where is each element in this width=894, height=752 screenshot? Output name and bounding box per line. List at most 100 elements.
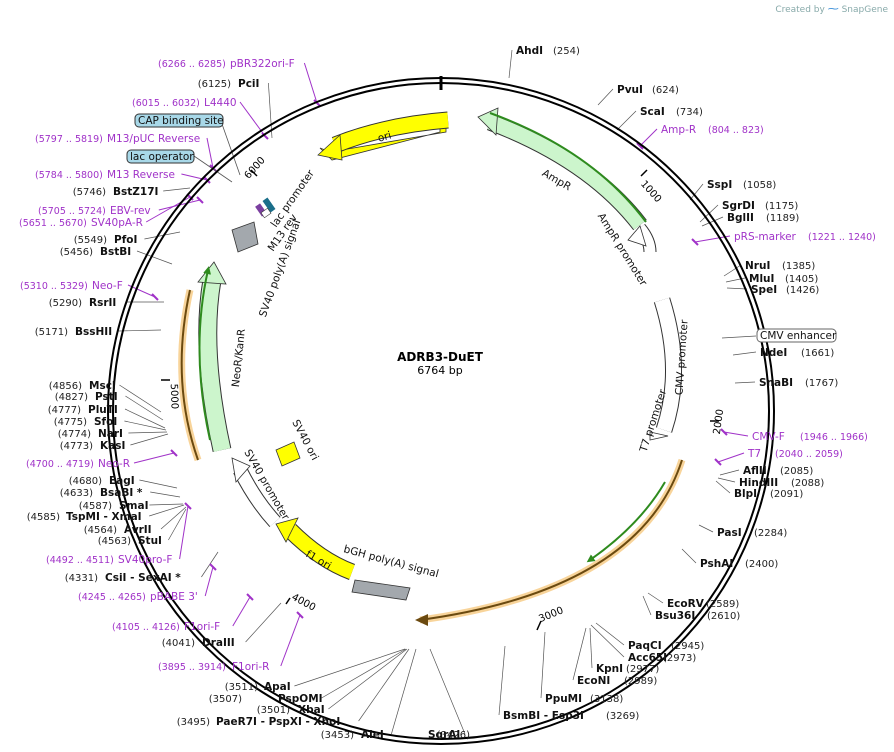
enzyme-position-2: (734) (676, 107, 703, 118)
enzyme-label-26: PaeR7I - PspXI - XhoI (216, 716, 340, 728)
cmv-promoter-label: CMV promoter (673, 319, 690, 396)
enzyme-label-33: AvrII (124, 524, 152, 536)
enzyme-label-0: AhdI (516, 45, 543, 57)
enzyme-position-25: (3453) (321, 730, 354, 741)
enzyme-position-14: (2284) (754, 528, 787, 539)
cap-site-mark (262, 197, 276, 213)
enzyme-label-8: SpeI (751, 284, 777, 296)
enzyme-label-29: ApaI (264, 681, 291, 693)
primer-leader-3 (717, 452, 745, 463)
primer-leader-15 (303, 62, 318, 104)
enzyme-label-12: HindIII (739, 477, 778, 489)
enzyme-position-12: (2088) (791, 478, 824, 489)
enzyme-position-26: (3495) (177, 717, 210, 728)
enzyme-leader-8 (726, 287, 748, 290)
enzyme-position-16: (2589) (706, 599, 739, 610)
primer-label-2: CMV-F (752, 431, 785, 443)
enzyme-position-3: (1058) (743, 180, 776, 191)
enzyme-leader-23 (498, 645, 506, 716)
enzyme-position-44: (5171) (35, 327, 68, 338)
cmv-promoter-arc (654, 297, 681, 433)
enzyme-leader-37 (139, 479, 178, 489)
primer-label-11: EBV-rev (110, 205, 151, 217)
enzyme-position-46: (5456) (60, 247, 93, 258)
enzyme-leader-3 (689, 183, 704, 201)
cmv-enhancer-box (756, 328, 837, 343)
enzyme-leader-28 (321, 648, 407, 699)
primer-label-1: pRS-marker (734, 231, 797, 243)
tick-label-4000: 4000 (290, 592, 318, 614)
primer-position-1: (1221 .. 1240) (808, 232, 876, 243)
enzyme-leader-17 (642, 595, 652, 616)
primer-label-3: T7 (747, 448, 761, 460)
neor-label: NeoR/KanR (230, 328, 248, 388)
primer-position-10: (5651 .. 5670) (19, 218, 87, 229)
f1-ori-arc (284, 524, 355, 580)
primer-label-9: Neo-F (92, 280, 123, 292)
tick-4000 (285, 597, 291, 605)
enzyme-label-40: SfoI (94, 416, 117, 428)
site-labels: AhdI(254)PvuI(624)ScaI(734)SspI(1058)Sgr… (19, 45, 876, 741)
enzyme-leader-33 (160, 506, 187, 530)
enzyme-leader-32 (168, 508, 187, 541)
snapgene-credit: Created by ⁓ SnapGene (775, 2, 888, 15)
enzyme-label-44: BssHII (75, 326, 112, 338)
neor-outer-orf (180, 289, 199, 461)
enzyme-leader-1 (597, 88, 614, 106)
neor-arrowhead-icon (197, 261, 227, 285)
enzyme-leader-0 (508, 49, 513, 79)
primer-label-13: M13/pUC Reverse (107, 133, 200, 145)
enzyme-position-32: (4563) (98, 536, 131, 547)
snapgene-logo-icon: ⁓ (827, 2, 839, 15)
enzyme-position-31: (4331) (65, 573, 98, 584)
primer-site-mark-3 (714, 458, 722, 466)
primer-leader-8 (133, 452, 175, 464)
enzyme-position-24: (3426) (437, 730, 470, 741)
tick-label-1000: 1000 (638, 179, 663, 205)
enzyme-leader-19 (590, 624, 625, 658)
primer-position-11: (5705 .. 5724) (38, 206, 106, 217)
enzyme-label-30: DraIII (202, 637, 235, 649)
enzyme-leader-42 (125, 395, 164, 421)
enzyme-position-6: (1385) (782, 261, 815, 272)
enzyme-label-48: BstZ17I (113, 186, 158, 198)
neor-orf (198, 266, 212, 441)
enzyme-label-21: EcoNI (577, 675, 610, 687)
sv40-promoter-arrowhead-icon (231, 457, 251, 483)
enzyme-leader-15 (681, 548, 697, 564)
primer-leader-6 (204, 566, 214, 597)
ampr-promoter-arrowhead-icon (627, 225, 647, 247)
enzyme-position-23: (3269) (606, 711, 639, 722)
enzyme-label-45: RsrII (89, 297, 116, 309)
plasmid-name: ADRB3-DuET (397, 350, 484, 364)
enzyme-label-24: SgrAI (428, 729, 460, 741)
enzyme-label-46: BstBI (100, 246, 131, 258)
enzyme-position-30: (4041) (162, 638, 195, 649)
enzyme-leader-20 (589, 627, 593, 669)
enzyme-label-25: AleI (361, 729, 384, 741)
enzyme-leader-9 (732, 351, 757, 356)
f1-ori-arrowhead-icon (275, 517, 299, 543)
primer-site-mark-7 (184, 502, 192, 510)
enzyme-label-6: NruI (745, 260, 770, 272)
credit-prefix: Created by (775, 5, 825, 15)
enzyme-position-10: (1767) (805, 378, 838, 389)
enzyme-position-27: (3501) (257, 705, 290, 716)
enzyme-leader-48 (163, 187, 191, 192)
tick-1000 (640, 169, 648, 177)
primer-leader-0 (639, 128, 658, 147)
primer-position-9: (5310 .. 5329) (20, 281, 88, 292)
enzyme-leader-38 (130, 433, 169, 446)
ori-arc (332, 112, 449, 152)
enzyme-label-42: PstI (95, 391, 118, 403)
tick-3000 (536, 620, 542, 631)
enzyme-leader-2 (616, 110, 637, 131)
gene-orf-halo (419, 458, 686, 624)
primer-position-13: (5797 .. 5819) (35, 134, 103, 145)
enzyme-leader-43 (119, 384, 162, 413)
primer-site-mark-0 (636, 142, 644, 150)
enzyme-label-19: Acc65I (628, 652, 667, 664)
enzyme-label-7: MluI (749, 273, 774, 285)
primer-position-6: (4245 .. 4265) (78, 592, 146, 603)
